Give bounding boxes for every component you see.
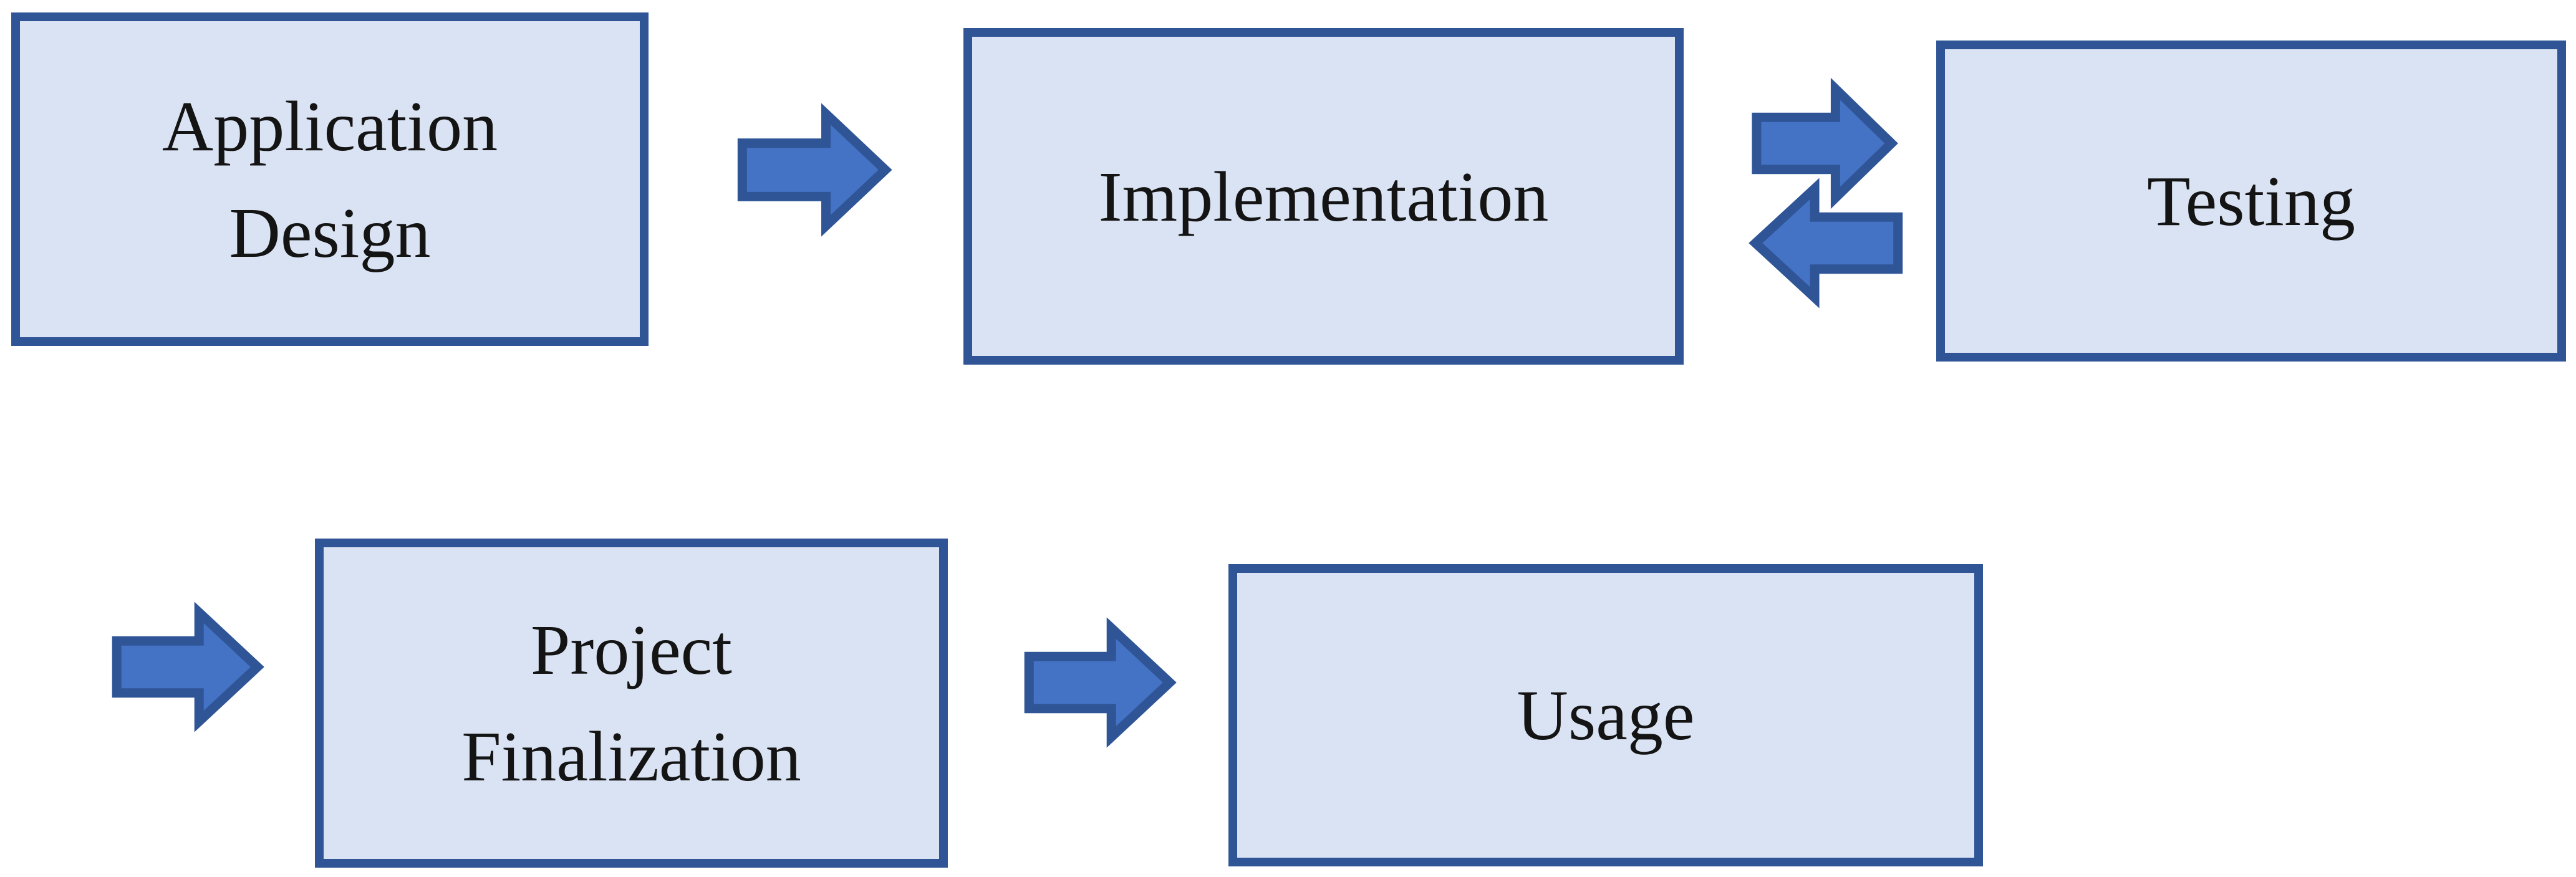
node-label: Application Design xyxy=(162,73,498,286)
node-label: Project Finalization xyxy=(461,597,801,810)
node-label-line: Project xyxy=(531,610,732,689)
arrow-right-icon xyxy=(1025,623,1174,742)
node-label-line: Application xyxy=(162,86,498,166)
node-label-line: Implementation xyxy=(1098,156,1549,236)
node-label: Testing xyxy=(2147,148,2355,254)
node-testing: Testing xyxy=(1936,41,2566,362)
arrow-right-icon xyxy=(738,109,890,231)
node-label: Implementation xyxy=(1099,143,1549,250)
node-label-line: Usage xyxy=(1517,676,1695,755)
node-label-line: Design xyxy=(229,193,431,272)
node-label-line: Testing xyxy=(2147,161,2355,241)
arrow-right-icon xyxy=(112,608,262,726)
arrow-left-icon xyxy=(1751,184,1903,302)
node-application-design: Application Design xyxy=(11,12,649,346)
node-label-line: Finalization xyxy=(461,717,801,796)
node-label: Usage xyxy=(1517,662,1695,769)
node-project-finalization: Project Finalization xyxy=(315,539,948,868)
arrow-right-icon xyxy=(1752,84,1896,203)
node-implementation: Implementation xyxy=(963,28,1684,365)
node-usage: Usage xyxy=(1228,564,1983,866)
